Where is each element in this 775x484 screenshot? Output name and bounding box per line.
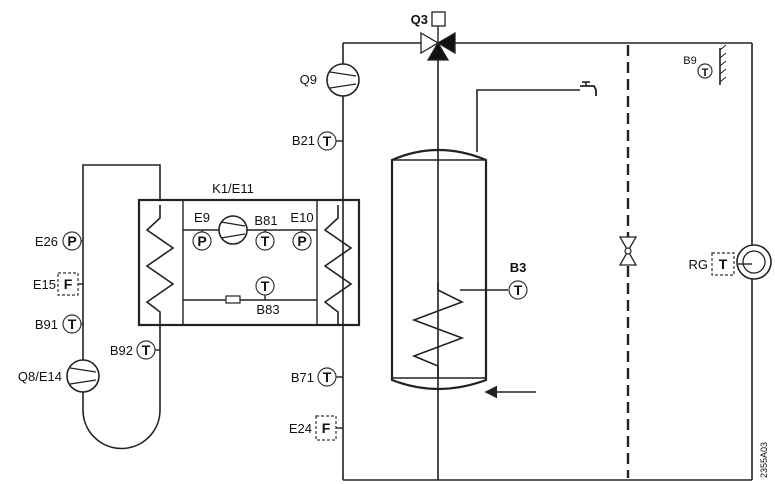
label-e15: E15: [33, 277, 56, 292]
svg-text:T: T: [261, 278, 270, 294]
label-q9: Q9: [300, 72, 317, 87]
brine-loop: [82, 164, 161, 450]
sensor-e15: F: [57, 272, 79, 296]
svg-text:P: P: [197, 233, 206, 249]
svg-text:T: T: [702, 67, 709, 79]
room-unit-rg: [736, 244, 772, 280]
label-q8-e14: Q8/E14: [18, 369, 62, 384]
svg-text:P: P: [297, 233, 306, 249]
sensor-b9: T: [697, 63, 713, 79]
label-b92: B92: [110, 343, 133, 358]
label-rg: RG: [689, 257, 709, 272]
svg-text:T: T: [323, 133, 332, 149]
pump-q9: [326, 63, 360, 97]
bypass-valve: [618, 236, 638, 266]
heat-pump-unit: [137, 198, 361, 327]
svg-text:F: F: [64, 276, 73, 292]
sensor-rg: T: [711, 252, 735, 276]
label-e24: E24: [289, 421, 312, 436]
sensor-b83: T: [255, 276, 275, 296]
sensor-b71: T: [317, 367, 337, 387]
sensor-b91: T: [62, 314, 82, 334]
sensor-b81: T: [255, 231, 275, 251]
sensor-b92: T: [136, 340, 156, 360]
sensor-e24: F: [315, 415, 337, 441]
sensor-b21: T: [317, 131, 337, 151]
diverting-valve-q3: [420, 11, 456, 61]
label-b83: B83: [256, 302, 279, 317]
label-q3: Q3: [411, 12, 428, 27]
drawing-code: 2355A03: [759, 442, 769, 478]
pump-q8-e14: [66, 359, 100, 393]
sensor-leaders: [72, 140, 752, 429]
label-e26: E26: [35, 234, 58, 249]
svg-text:T: T: [514, 282, 523, 298]
svg-text:T: T: [68, 316, 77, 332]
label-b9: B9: [683, 55, 696, 67]
label-e9: E9: [194, 210, 210, 225]
label-b3: B3: [510, 260, 527, 275]
outdoor-wall-hatch: [719, 44, 727, 85]
faucet-icon: [580, 81, 597, 96]
dhw-storage-tank: [390, 148, 488, 391]
label-e10: E10: [290, 210, 313, 225]
svg-text:F: F: [322, 420, 331, 436]
label-b81: B81: [254, 213, 277, 228]
label-b21: B21: [292, 133, 315, 148]
svg-text:T: T: [719, 256, 728, 272]
sensor-e10: P: [292, 231, 312, 251]
svg-text:T: T: [261, 233, 270, 249]
label-b91: B91: [35, 317, 58, 332]
svg-text:P: P: [67, 233, 76, 249]
label-k1-e11: K1/E11: [212, 181, 254, 196]
label-b71: B71: [291, 370, 314, 385]
svg-text:T: T: [323, 369, 332, 385]
svg-text:T: T: [142, 342, 151, 358]
sensor-e26: P: [62, 231, 82, 251]
sensor-e9: P: [192, 231, 212, 251]
sensor-b3: T: [508, 280, 528, 300]
